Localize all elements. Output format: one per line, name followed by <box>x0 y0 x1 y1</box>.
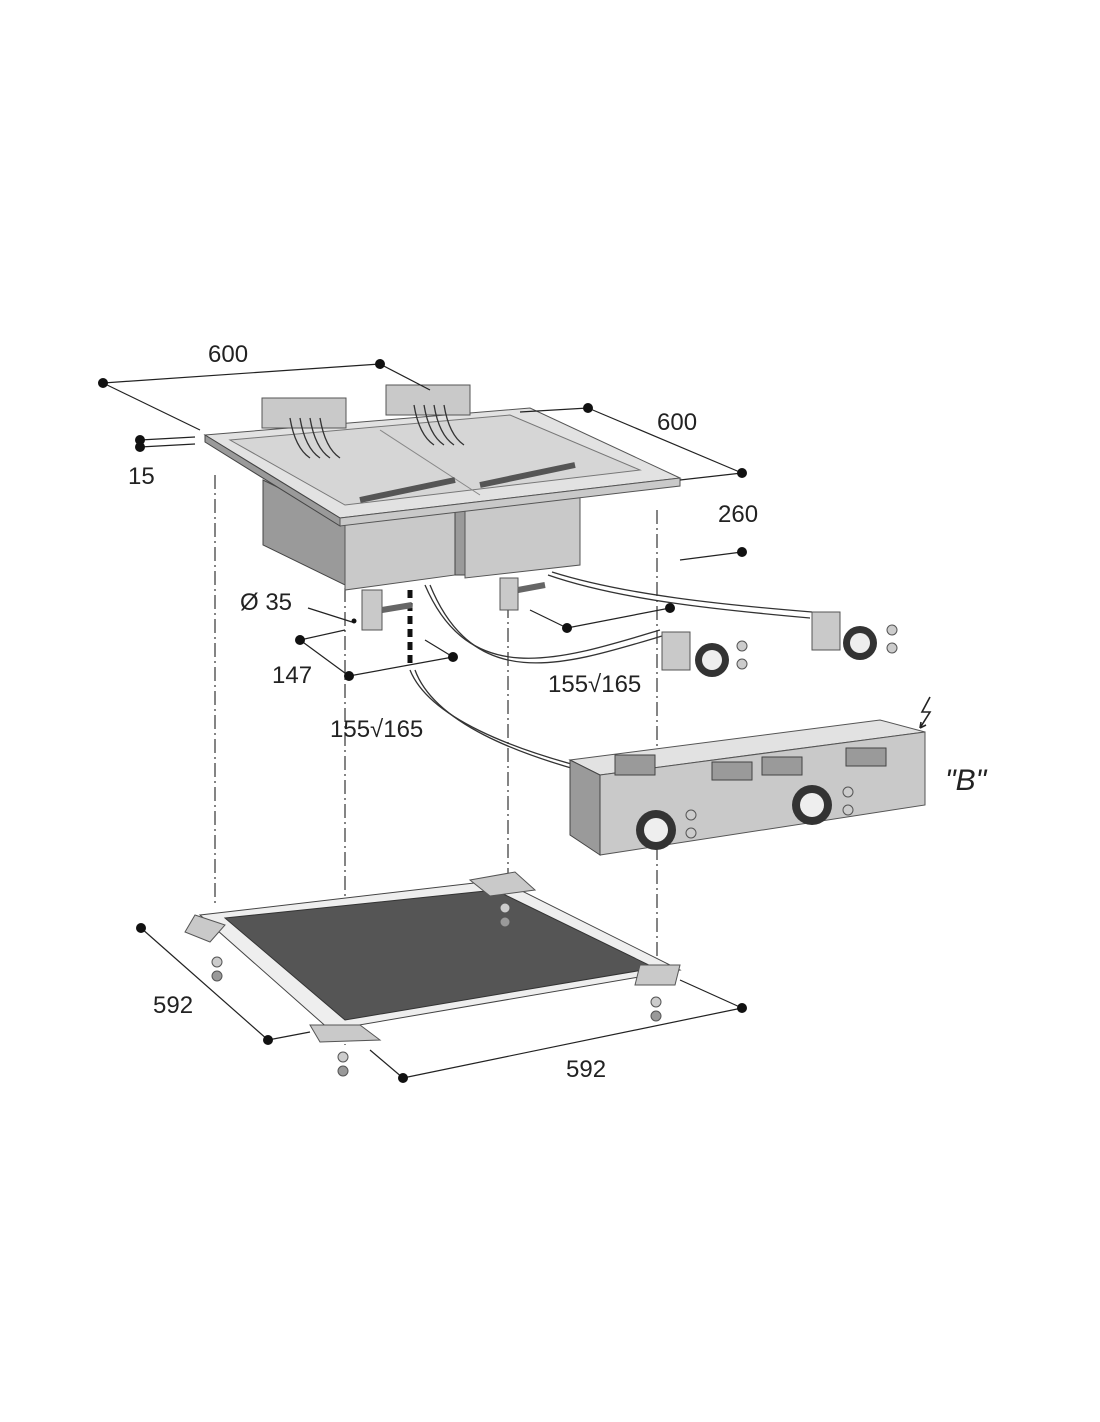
control-box-b <box>568 719 926 856</box>
dim-drain-offset: 147 <box>272 662 312 689</box>
dim-cable-length-left: 155√165 <box>330 716 423 743</box>
dim-base-depth: 592 <box>153 992 193 1019</box>
dim-drain-diameter: Ø 35 <box>240 589 292 616</box>
dim-cable-length-right: 155√165 <box>548 671 641 698</box>
dim-top-depth: 600 <box>657 409 697 436</box>
dim-base-width: 592 <box>566 1056 606 1083</box>
base-frame <box>184 871 682 1077</box>
lightning-bolt-icon <box>919 696 932 729</box>
control-module-left <box>661 631 748 677</box>
control-box-label: "B" <box>945 764 988 797</box>
dim-top-width: 600 <box>208 341 248 368</box>
dim-tank-height: 260 <box>718 501 758 528</box>
fryer-top-unit <box>203 384 682 631</box>
control-module-right <box>811 611 898 660</box>
dimension-dots <box>98 359 747 1083</box>
dimension-lines <box>102 363 743 1079</box>
cables <box>409 571 813 771</box>
dim-rim-height: 15 <box>128 463 155 490</box>
